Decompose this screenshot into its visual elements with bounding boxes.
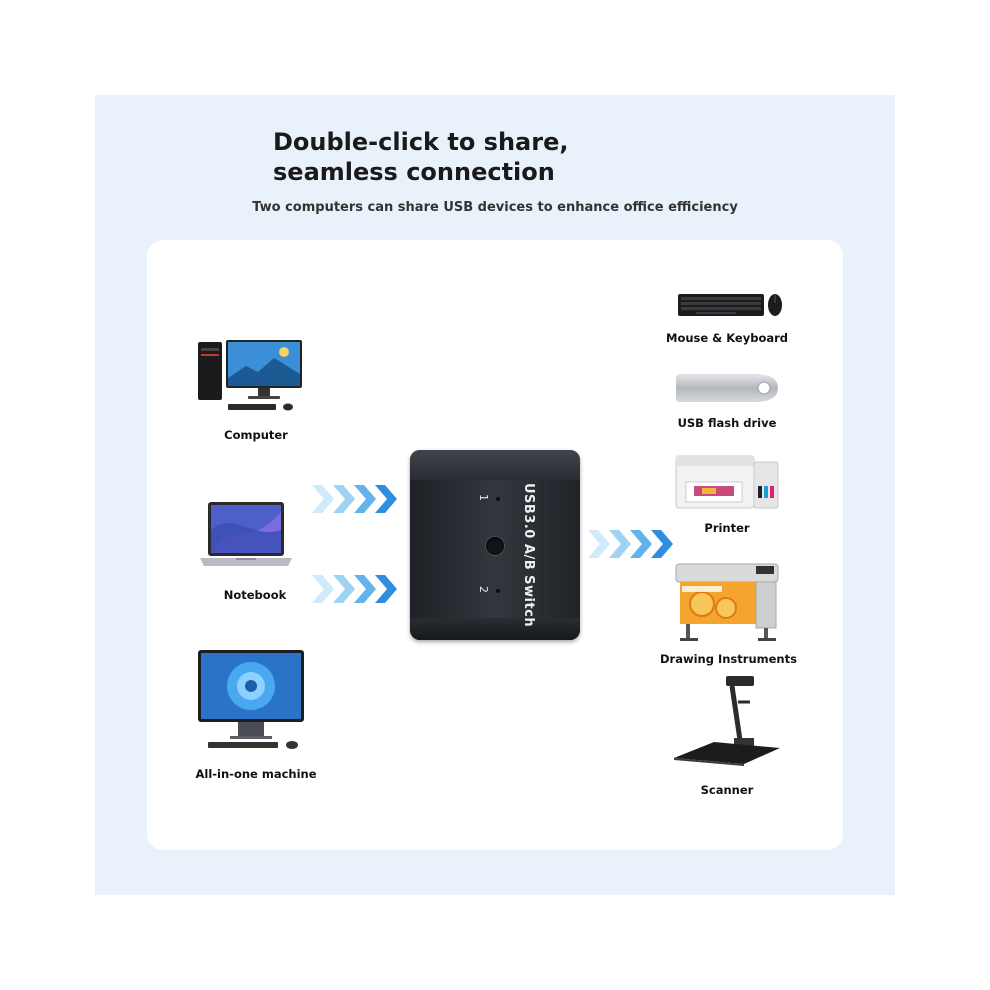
- usb-ab-switch: 1 2 USB3.0 A/B Switch: [410, 450, 580, 640]
- printer-icon: [675, 455, 779, 509]
- keyboard-mouse-icon: [678, 294, 782, 316]
- port-1-number: 1: [477, 494, 490, 501]
- port-2-number: 2: [477, 586, 490, 593]
- computer-label: Computer: [224, 428, 288, 442]
- plotter-icon: [675, 563, 779, 641]
- switch-brand-label: USB3.0 A/B Switch: [521, 483, 536, 628]
- usb-flash-drive-icon: [676, 374, 778, 402]
- port-1-led: [496, 497, 500, 501]
- input-arrows-bottom: [312, 575, 397, 603]
- all-in-one-pc-icon: [198, 650, 304, 749]
- notebook-label: Notebook: [223, 588, 287, 602]
- input-arrows-top: [312, 485, 397, 513]
- laptop-icon: [200, 502, 292, 566]
- switch-bottom-rim: [410, 618, 580, 640]
- all-in-one-label: All-in-one machine: [195, 767, 317, 781]
- usb-flash-drive-label: USB flash drive: [677, 416, 777, 430]
- switch-button[interactable]: [486, 537, 504, 555]
- page-title: Double-click to share, seamless connecti…: [273, 128, 569, 186]
- scanner-label: Scanner: [700, 783, 754, 797]
- page-subtitle: Two computers can share USB devices to e…: [252, 200, 738, 215]
- output-arrows: [588, 530, 673, 558]
- document-scanner-icon: [674, 676, 780, 766]
- switch-top-rim: [410, 450, 580, 480]
- desktop-computer-icon: [198, 340, 302, 411]
- port-2-led: [496, 589, 500, 593]
- drawing-instruments-label: Drawing Instruments: [660, 652, 797, 666]
- printer-label: Printer: [704, 521, 750, 535]
- mouse-keyboard-label: Mouse & Keyboard: [666, 331, 789, 345]
